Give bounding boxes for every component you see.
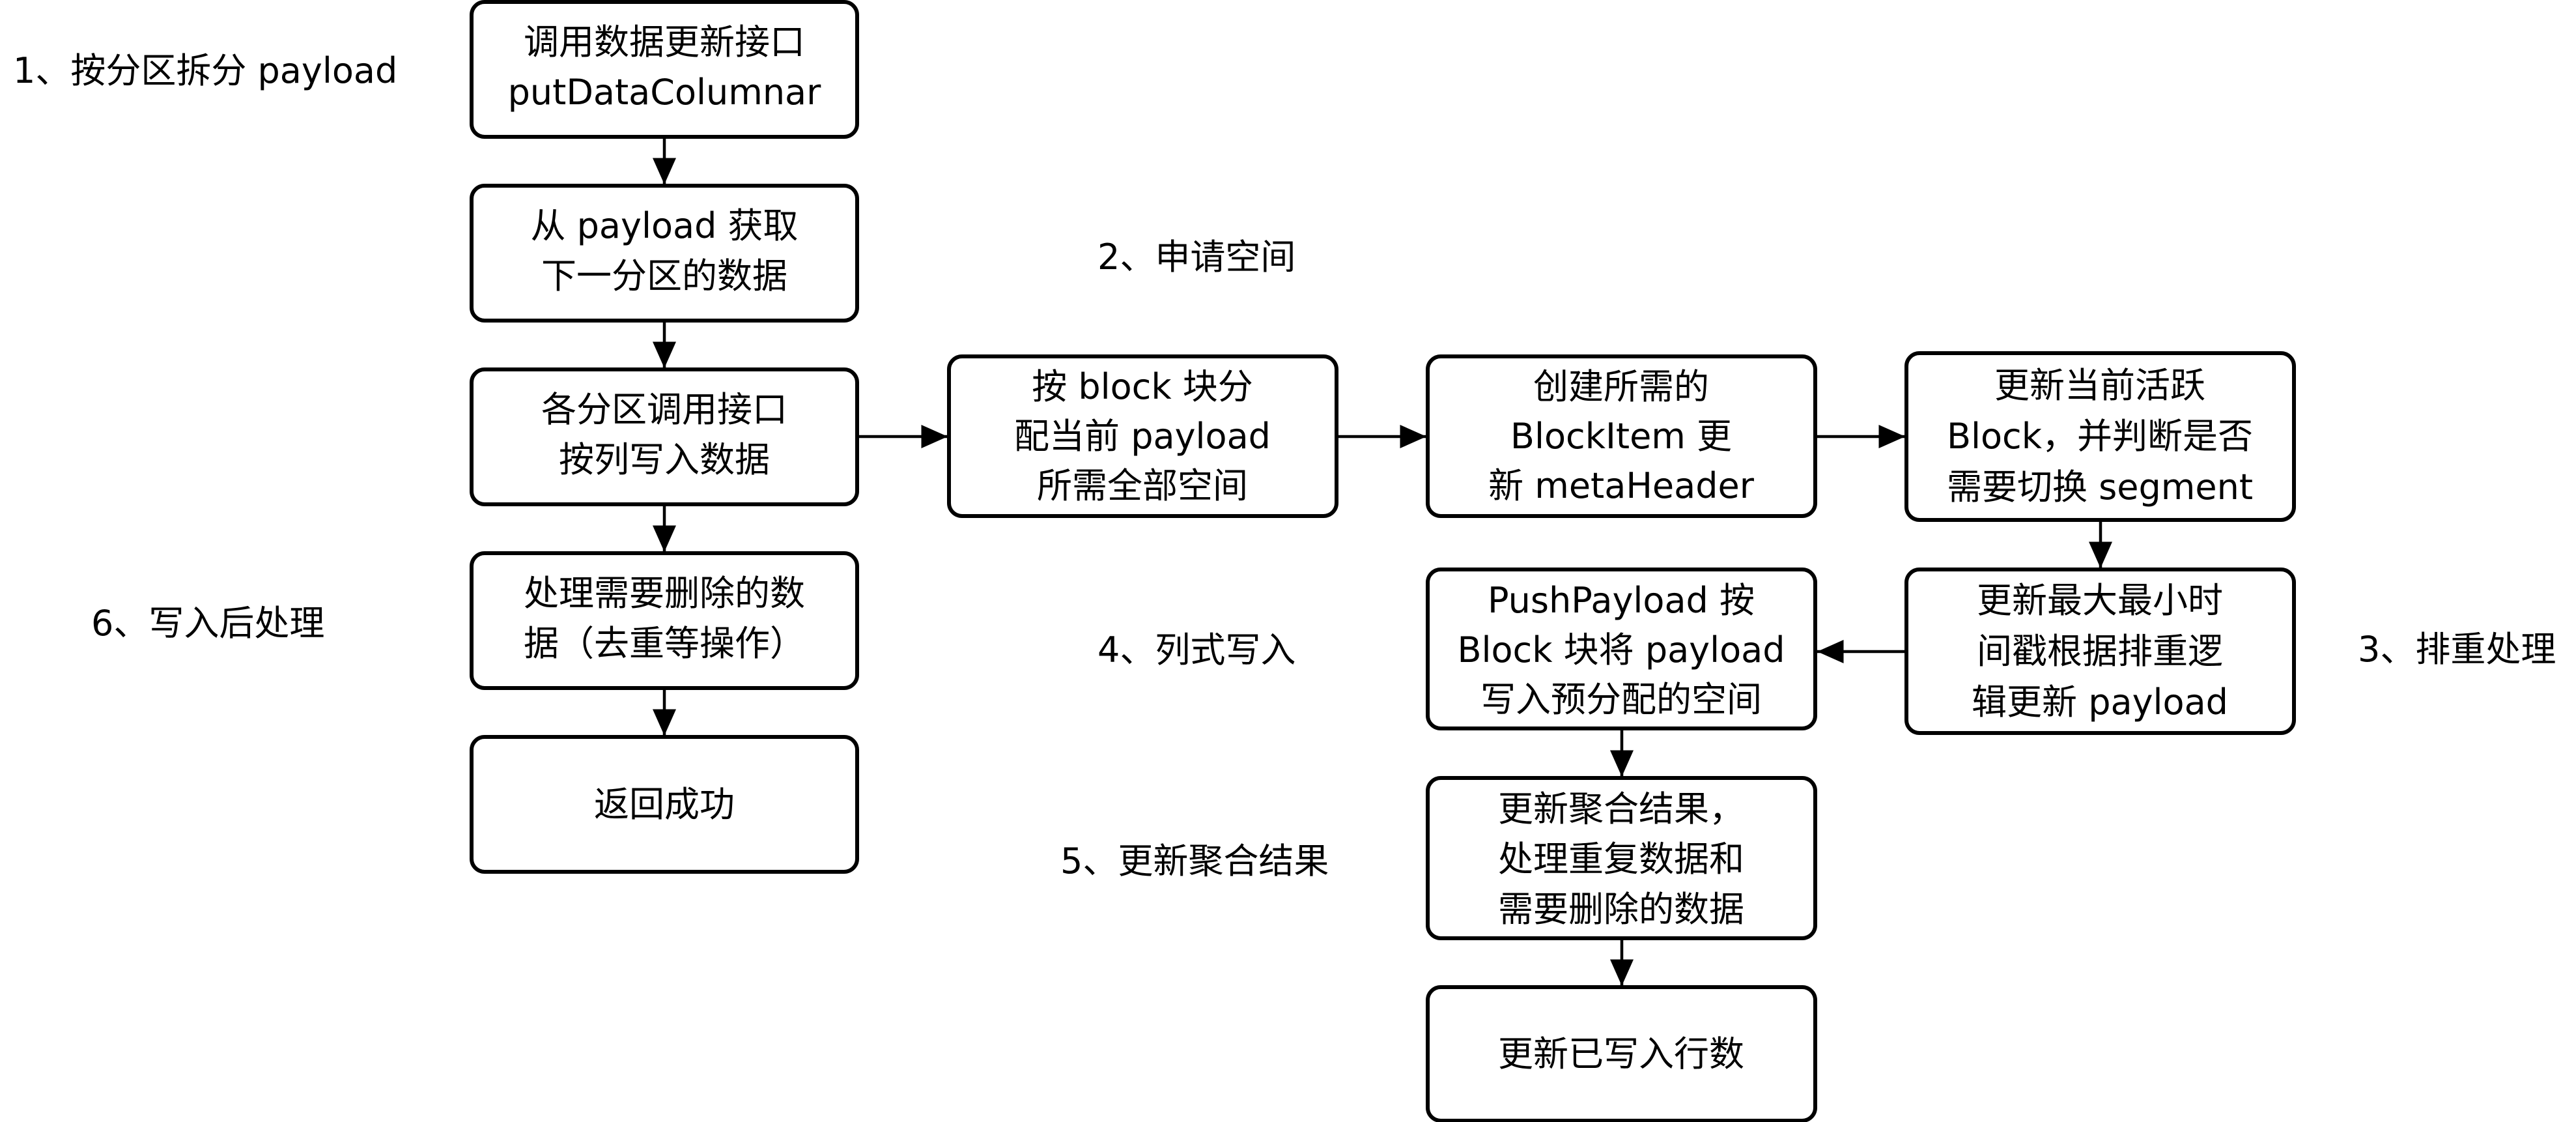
node-update-timestamp: 更新最大最小时 间戳根据排重逻 辑更新 payload bbox=[1904, 568, 2296, 735]
node-return-success-line1: 返回成功 bbox=[594, 784, 735, 825]
node-process-delete-line1: 处理需要删除的数 bbox=[524, 573, 805, 614]
node-alloc-space-line3: 所需全部空间 bbox=[1037, 465, 1248, 506]
node-update-agg-line3: 需要删除的数据 bbox=[1498, 889, 1744, 930]
node-call-update-line1: 调用数据更新接口 bbox=[524, 22, 805, 63]
node-push-payload-line2: Block 块将 payload bbox=[1457, 629, 1785, 670]
node-call-update-line2: putDataColumnar bbox=[508, 72, 821, 113]
step-label-2: 2、申请空间 bbox=[1097, 237, 1295, 278]
node-partition-write: 各分区调用接口 按列写入数据 bbox=[470, 367, 859, 506]
step-label-6: 6、写入后处理 bbox=[91, 603, 324, 644]
node-create-block-item-line2: BlockItem 更 bbox=[1510, 416, 1732, 457]
node-update-active-block: 更新当前活跃 Block，并判断是否 需要切换 segment bbox=[1904, 351, 2296, 522]
step-label-1: 1、按分区拆分 payload bbox=[13, 50, 397, 91]
node-get-partition: 从 payload 获取 下一分区的数据 bbox=[470, 184, 859, 323]
step-label-5: 5、更新聚合结果 bbox=[1060, 841, 1329, 882]
node-update-timestamp-line1: 更新最大最小时 bbox=[1977, 580, 2223, 621]
node-update-rows: 更新已写入行数 bbox=[1426, 985, 1817, 1122]
node-alloc-space-line1: 按 block 块分 bbox=[1032, 366, 1253, 407]
node-process-delete: 处理需要删除的数 据（去重等操作） bbox=[470, 551, 859, 690]
node-update-rows-line1: 更新已写入行数 bbox=[1498, 1033, 1744, 1074]
node-update-agg-line1: 更新聚合结果， bbox=[1498, 788, 1744, 829]
node-return-success: 返回成功 bbox=[470, 735, 859, 874]
node-get-partition-line2: 下一分区的数据 bbox=[541, 255, 787, 296]
node-update-timestamp-line2: 间戳根据排重逻 bbox=[1977, 631, 2223, 672]
node-alloc-space: 按 block 块分 配当前 payload 所需全部空间 bbox=[947, 354, 1338, 518]
step-label-3: 3、排重处理 bbox=[2358, 629, 2556, 670]
node-push-payload-line1: PushPayload 按 bbox=[1488, 580, 1755, 621]
node-update-timestamp-line3: 辑更新 payload bbox=[1972, 682, 2228, 723]
node-update-active-block-line2: Block，并判断是否 bbox=[1947, 416, 2253, 457]
node-process-delete-line2: 据（去重等操作） bbox=[524, 623, 805, 664]
node-update-active-block-line1: 更新当前活跃 bbox=[1994, 365, 2205, 406]
node-update-agg: 更新聚合结果， 处理重复数据和 需要删除的数据 bbox=[1426, 776, 1817, 940]
node-push-payload: PushPayload 按 Block 块将 payload 写入预分配的空间 bbox=[1426, 568, 1817, 730]
node-update-agg-line2: 处理重复数据和 bbox=[1498, 839, 1744, 880]
node-get-partition-line1: 从 payload 获取 bbox=[530, 205, 798, 246]
node-partition-write-line1: 各分区调用接口 bbox=[541, 389, 787, 430]
node-alloc-space-line2: 配当前 payload bbox=[1014, 416, 1271, 457]
step-label-4: 4、列式写入 bbox=[1097, 629, 1295, 670]
edges bbox=[653, 137, 2112, 986]
node-create-block-item-line3: 新 metaHeader bbox=[1488, 465, 1755, 506]
node-call-update: 调用数据更新接口 putDataColumnar bbox=[470, 0, 859, 139]
node-create-block-item: 创建所需的 BlockItem 更 新 metaHeader bbox=[1426, 354, 1817, 518]
node-update-active-block-line3: 需要切换 segment bbox=[1947, 467, 2253, 508]
node-push-payload-line3: 写入预分配的空间 bbox=[1480, 679, 1762, 720]
node-create-block-item-line1: 创建所需的 bbox=[1533, 366, 1709, 407]
node-partition-write-line2: 按列写入数据 bbox=[559, 439, 770, 480]
